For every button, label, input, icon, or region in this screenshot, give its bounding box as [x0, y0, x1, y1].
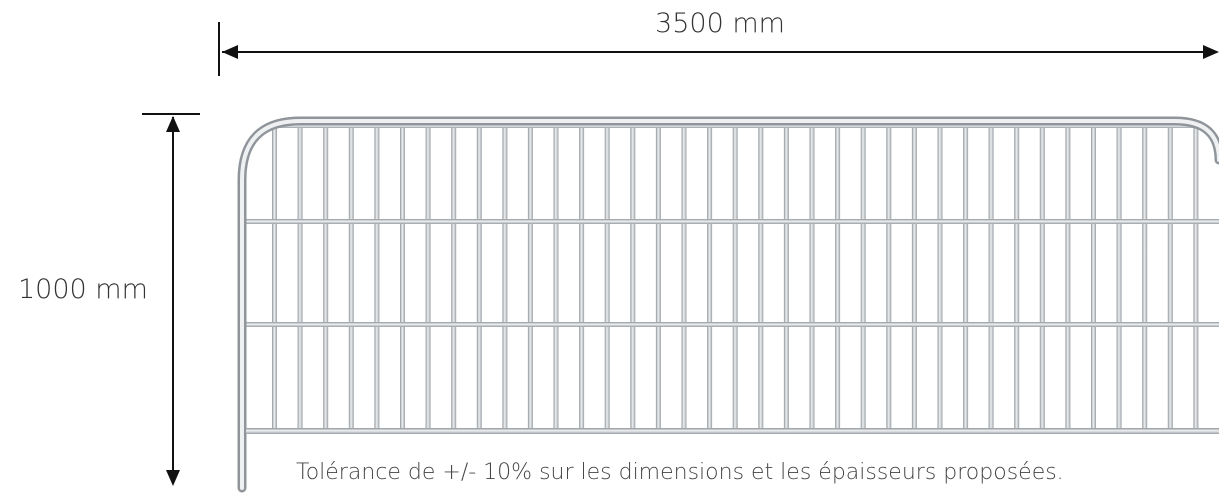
barrier-vertical-bar [835, 126, 841, 430]
barrier-horizontal-rails [244, 124, 1219, 327]
barrier-vertical-bar [1039, 126, 1045, 430]
barrier-vertical-bar [527, 126, 533, 430]
barrier-vertical-bar [783, 126, 789, 430]
barrier-vertical-bar [655, 126, 661, 430]
barrier-vertical-bar [630, 126, 636, 430]
barrier-vertical-bar [425, 126, 431, 430]
barrier-vertical-bar [681, 126, 687, 430]
width-arrow-left-icon [222, 45, 238, 59]
barrier-frame-tube [240, 119, 1219, 490]
barrier-vertical-bar [1142, 126, 1148, 430]
crowd-barrier [237, 116, 1219, 493]
height-dimension-label: 1000 mm [18, 274, 148, 305]
barrier-vertical-bar [963, 126, 969, 430]
barrier-horizontal-rail [244, 322, 1219, 327]
barrier-vertical-bar [553, 126, 559, 430]
barrier-vertical-bar [1091, 126, 1096, 430]
barrier-top-rail [270, 124, 1200, 128]
barrier-vertical-bar [374, 126, 380, 430]
barrier-vertical-bar [809, 126, 815, 430]
barrier-vertical-bar [707, 126, 713, 430]
barrier-vertical-bar [476, 126, 482, 430]
barrier-vertical-bars [272, 126, 1199, 430]
height-dimension [142, 113, 200, 486]
barrier-vertical-bar [579, 126, 585, 430]
height-arrow-down-icon [166, 470, 180, 486]
barrier-vertical-bar [1014, 126, 1020, 430]
barrier-vertical-bar [272, 126, 277, 430]
barrier-bottom-rail [246, 428, 1219, 434]
barrier-vertical-bar [297, 126, 303, 430]
width-dimension-label: 3500 mm [655, 8, 785, 39]
barrier-vertical-bar [911, 126, 917, 430]
height-arrow-up-icon [166, 116, 180, 132]
barrier-vertical-bar [451, 126, 457, 430]
barrier-vertical-bar [604, 126, 610, 430]
barrier-vertical-bar [1065, 126, 1071, 430]
barrier-vertical-bar [937, 126, 943, 430]
width-arrow-right-icon [1203, 45, 1219, 59]
barrier-vertical-bar [1193, 126, 1199, 430]
barrier-vertical-bar [400, 126, 405, 430]
barrier-vertical-bar [502, 126, 508, 430]
tolerance-note: Tolérance de +/- 10% sur les dimensions … [296, 460, 1064, 485]
barrier-vertical-bar [348, 126, 354, 430]
barrier-vertical-bar [1167, 126, 1173, 430]
barrier-vertical-bar [988, 126, 994, 430]
barrier-vertical-bar [323, 126, 329, 430]
barrier-vertical-bar [1116, 126, 1122, 430]
width-dimension [218, 22, 1219, 76]
barrier-vertical-bar [886, 126, 892, 430]
barrier-horizontal-rail [244, 219, 1219, 224]
barrier-vertical-bar [860, 126, 866, 430]
barrier-vertical-bar [732, 126, 738, 430]
barrier-vertical-bar [758, 126, 764, 430]
